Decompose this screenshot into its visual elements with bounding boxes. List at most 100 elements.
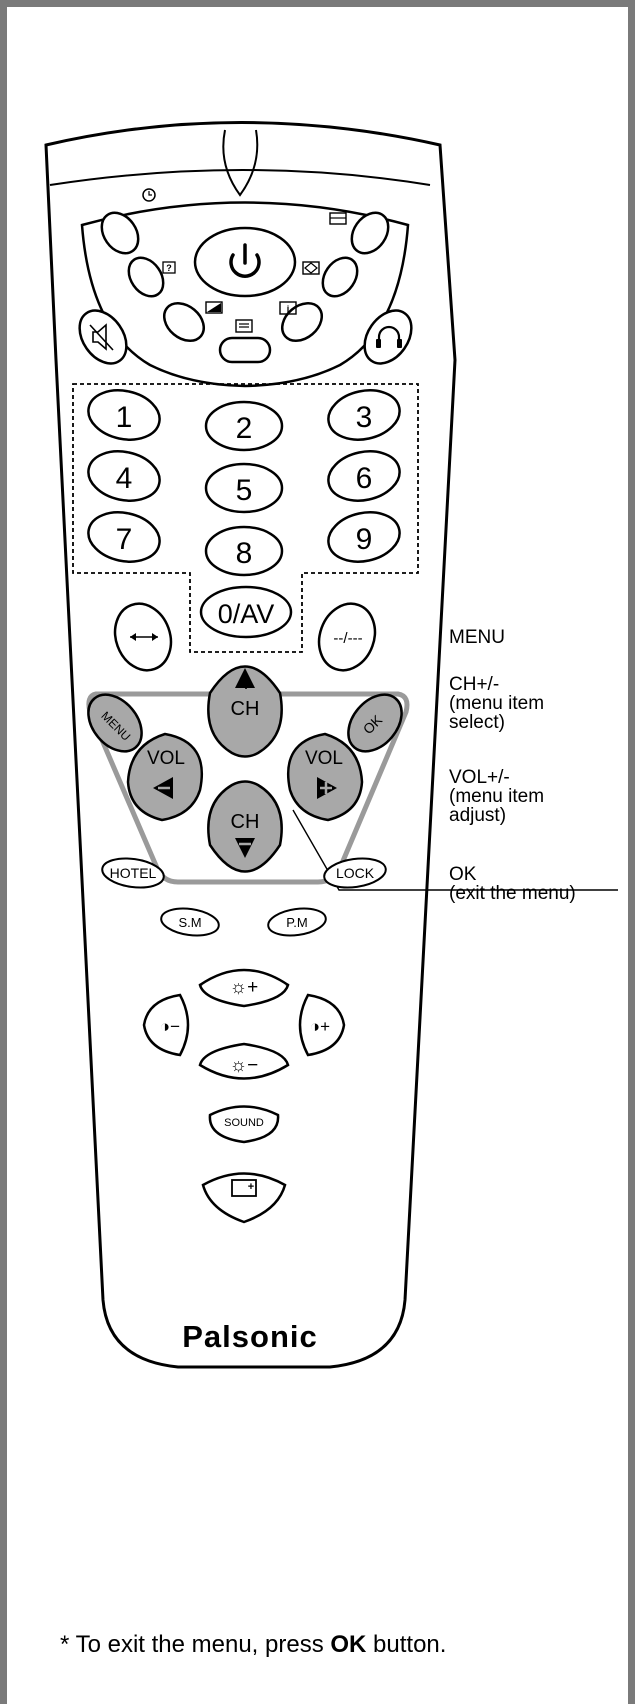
- reveal-button[interactable]: [316, 251, 365, 303]
- ch-down-button[interactable]: CH: [207, 780, 283, 873]
- contrast-up-label: ◑+: [310, 1017, 330, 1036]
- vol-down-label: VOL: [147, 748, 185, 769]
- swap-arrows-icon: [130, 633, 158, 641]
- callout-leader-line: [292, 809, 618, 891]
- size-icon: [205, 301, 223, 314]
- digit-8-button[interactable]: 8: [204, 525, 284, 577]
- hotel-button[interactable]: HOTEL: [100, 855, 165, 891]
- digit-1-label: 1: [116, 401, 133, 434]
- svg-text:+: +: [248, 1181, 254, 1193]
- callout-ch-line-2: (menu item: [449, 693, 545, 714]
- teletext-button[interactable]: [218, 336, 272, 364]
- digit-5-label: 5: [236, 474, 253, 507]
- contrast-up-button[interactable]: ◑+: [298, 993, 346, 1057]
- pip-icon: +: [231, 1179, 257, 1197]
- ch-up-button[interactable]: + CH: [207, 665, 283, 758]
- brightness-down-button[interactable]: ☼−: [198, 1042, 290, 1080]
- svg-text:?: ?: [166, 263, 172, 273]
- digit-9-label: 9: [356, 523, 373, 556]
- swap-screen-button[interactable]: [344, 206, 395, 260]
- teletext-icon: [235, 319, 253, 333]
- vol-up-label: VOL: [305, 748, 343, 769]
- swap-button[interactable]: [106, 596, 180, 678]
- svg-text:+: +: [242, 677, 251, 694]
- power-icon: [229, 243, 261, 278]
- digit-6-button[interactable]: 6: [324, 445, 404, 507]
- digit-3-button[interactable]: 3: [324, 384, 404, 446]
- clock-icon: [142, 188, 156, 202]
- footnote-ok: OK: [330, 1631, 367, 1658]
- callout-menu: MENU: [449, 628, 505, 647]
- footnote: * To exit the menu, press OK button.: [60, 1631, 446, 1659]
- callout-ok-line-1: OK: [449, 864, 477, 885]
- callout-ok: OK (exit the menu): [449, 865, 576, 903]
- mute-button[interactable]: [70, 302, 136, 372]
- remote-top-notch: [222, 129, 259, 197]
- pip-button[interactable]: +: [201, 1172, 287, 1224]
- callout-ch: CH+/- (menu item select): [449, 675, 544, 732]
- digit-9-button[interactable]: 9: [324, 506, 404, 568]
- help-button[interactable]: [122, 251, 171, 303]
- digit-2-label: 2: [236, 412, 253, 445]
- digit-6-label: 6: [356, 462, 373, 495]
- info-icon: i: [279, 301, 297, 315]
- callout-ok-line-2: (exit the menu): [449, 883, 576, 904]
- headphone-button[interactable]: [355, 302, 421, 372]
- vol-up-button[interactable]: VOL: [286, 732, 364, 822]
- zero-av-label: 0/AV: [218, 599, 275, 629]
- vol-down-button[interactable]: VOL: [126, 732, 204, 822]
- headphone-icon: [376, 325, 402, 348]
- dash-label: --/---: [333, 630, 362, 647]
- keypad-dashed-outline: [72, 383, 419, 653]
- info-button[interactable]: [275, 296, 329, 349]
- pm-label: P.M: [286, 915, 307, 930]
- zero-av-button[interactable]: 0/AV: [199, 585, 293, 639]
- callout-vol: VOL+/- (menu item adjust): [449, 768, 544, 825]
- dash-button[interactable]: --/---: [310, 596, 384, 678]
- help-icon: ?: [162, 261, 176, 274]
- footnote-suffix: button.: [366, 1631, 447, 1658]
- ch-down-label: CH: [231, 811, 260, 833]
- mute-icon: [89, 323, 114, 351]
- contrast-down-label: ◑−: [160, 1017, 180, 1036]
- sound-label: SOUND: [224, 1117, 264, 1129]
- sm-label: S.M: [178, 915, 201, 930]
- digit-7-button[interactable]: 7: [84, 506, 164, 568]
- callout-vol-line-3: adjust): [449, 805, 507, 826]
- upper-panel: [80, 201, 410, 388]
- power-button[interactable]: [193, 226, 297, 298]
- brightness-down-label: ☼−: [230, 1055, 259, 1076]
- digit-8-label: 8: [236, 537, 253, 570]
- ch-up-label: CH: [231, 698, 260, 720]
- digit-4-button[interactable]: 4: [84, 445, 164, 507]
- pm-button[interactable]: P.M: [266, 905, 327, 939]
- digit-4-label: 4: [116, 462, 133, 495]
- brand-logo: Palsonic: [182, 1319, 318, 1354]
- size-button[interactable]: [157, 296, 211, 349]
- brightness-up-label: ☼+: [230, 977, 259, 998]
- lock-button[interactable]: LOCK: [322, 855, 387, 891]
- callout-menu-text: MENU: [449, 627, 505, 648]
- timer-button[interactable]: [94, 206, 145, 260]
- lock-label: LOCK: [336, 865, 375, 881]
- digit-1-button[interactable]: 1: [84, 384, 164, 446]
- digit-2-button[interactable]: 2: [204, 400, 284, 452]
- sm-button[interactable]: S.M: [159, 905, 220, 939]
- svg-text:i: i: [287, 304, 290, 314]
- digit-5-button[interactable]: 5: [204, 462, 284, 514]
- digit-7-label: 7: [116, 523, 133, 556]
- brightness-up-button[interactable]: ☼+: [198, 968, 290, 1008]
- ch-up-arrow-icon: [235, 668, 255, 688]
- callout-vol-line-2: (menu item: [449, 786, 545, 807]
- callout-ch-line-3: select): [449, 712, 505, 733]
- sound-button[interactable]: SOUND: [208, 1105, 280, 1144]
- remote-top-curve: [49, 169, 431, 186]
- digit-3-label: 3: [356, 401, 373, 434]
- menu-button[interactable]: MENU: [78, 684, 153, 761]
- hotel-label: HOTEL: [110, 865, 157, 881]
- footnote-prefix: * To exit the menu, press: [60, 1631, 331, 1658]
- contrast-down-button[interactable]: ◑−: [142, 993, 190, 1057]
- ok-button[interactable]: OK: [338, 684, 413, 761]
